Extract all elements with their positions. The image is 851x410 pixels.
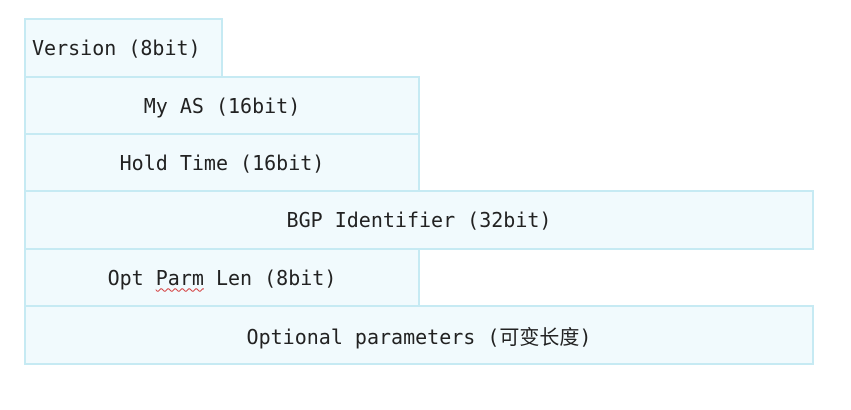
field-optional-parameters-label: Optional parameters (可变长度) xyxy=(246,324,592,349)
field-opt-parm-len-label-post: Len (8bit) xyxy=(203,265,337,290)
field-optional-parameters: Optional parameters (可变长度) xyxy=(24,305,814,365)
field-hold-time: Hold Time (16bit) xyxy=(24,133,420,192)
field-bgp-identifier-label: BGP Identifier (32bit) xyxy=(286,208,552,232)
field-version: Version (8bit) xyxy=(24,18,223,78)
field-my-as: My AS (16bit) xyxy=(24,76,420,135)
field-bgp-identifier: BGP Identifier (32bit) xyxy=(24,190,814,250)
field-opt-parm-len-label: Opt Parm Len (8bit) xyxy=(108,266,337,290)
field-opt-parm-len-label-pre: Opt xyxy=(107,265,156,290)
field-hold-time-label: Hold Time (16bit) xyxy=(119,150,325,175)
field-my-as-label: My AS (16bit) xyxy=(143,93,301,118)
field-opt-parm-len: Opt Parm Len (8bit) xyxy=(24,248,420,307)
spellcheck-flagged-word: Parm xyxy=(155,265,204,290)
field-version-label: Version (8bit) xyxy=(32,36,201,60)
